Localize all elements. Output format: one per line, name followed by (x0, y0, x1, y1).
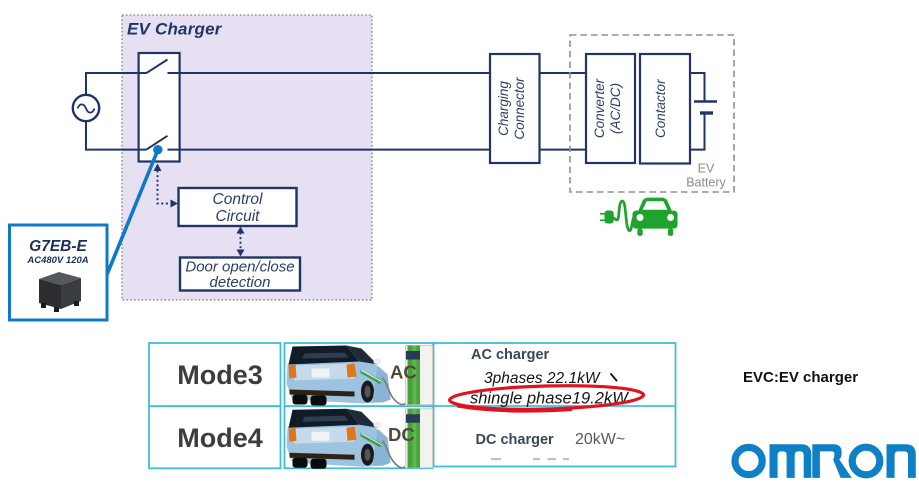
svg-text:Mode3: Mode3 (177, 360, 263, 390)
svg-text:shingle phase19.2kW: shingle phase19.2kW (470, 390, 629, 408)
svg-text:Charging: Charging (496, 81, 511, 136)
svg-text:AC: AC (390, 362, 417, 383)
svg-text:EV Charger: EV Charger (127, 20, 223, 39)
svg-text:G7EB-E: G7EB-E (29, 238, 87, 255)
svg-text:3phases 22.1kW: 3phases 22.1kW (484, 370, 601, 387)
svg-text:EV: EV (698, 162, 715, 176)
svg-text:Battery: Battery (686, 176, 726, 190)
svg-text:Door open/close: Door open/close (185, 259, 294, 276)
svg-text:detection: detection (210, 274, 271, 291)
svg-text:AC480V 120A: AC480V 120A (26, 255, 88, 266)
svg-text:Circuit: Circuit (216, 208, 261, 225)
svg-text:AC charger: AC charger (471, 347, 550, 363)
svg-text:DC: DC (388, 424, 415, 445)
svg-text:EVC:EV charger: EVC:EV charger (743, 369, 858, 386)
svg-text:(AC/DC): (AC/DC) (608, 83, 623, 134)
svg-text:20kW~: 20kW~ (575, 431, 625, 448)
svg-text:Control: Control (213, 191, 264, 208)
svg-text:Contactor: Contactor (653, 79, 668, 138)
svg-text:Connector: Connector (512, 77, 527, 140)
svg-text:DC charger: DC charger (476, 432, 555, 448)
svg-text:Mode4: Mode4 (177, 423, 263, 453)
svg-text:Converter: Converter (592, 78, 607, 138)
